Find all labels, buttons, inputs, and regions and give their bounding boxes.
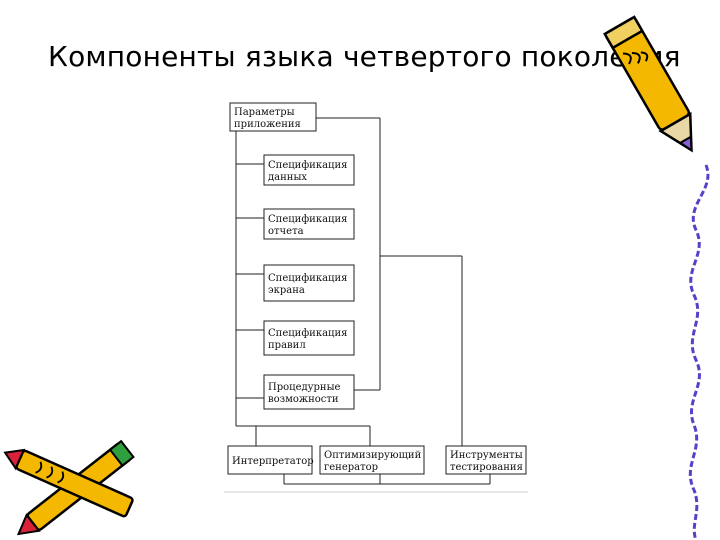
box-frame bbox=[263, 320, 355, 356]
box-frame bbox=[263, 208, 355, 240]
box-frame bbox=[319, 445, 425, 475]
diagram-boxes: ПараметрыприложенияСпецификацияданныхСпе… bbox=[227, 102, 527, 475]
box-frame bbox=[229, 102, 317, 132]
box-label-line: Спецификация bbox=[268, 328, 347, 339]
box-label-line: Процедурные bbox=[268, 382, 341, 393]
box-label-line: приложения bbox=[234, 119, 301, 130]
box-label-line: данных bbox=[268, 172, 307, 183]
box-label-line: отчета bbox=[268, 226, 304, 237]
box-label-line: правил bbox=[268, 340, 306, 351]
box-label-line: Параметры bbox=[234, 107, 295, 118]
box-label-line: экрана bbox=[268, 285, 305, 296]
box-frame bbox=[263, 374, 355, 410]
slide-title: Компоненты языка четвертого поколения bbox=[48, 40, 681, 73]
box-label-line: Спецификация bbox=[268, 273, 347, 284]
box-interpreter: Интерпретатор bbox=[227, 445, 314, 475]
box-frame bbox=[263, 154, 355, 186]
box-label-line: возможности bbox=[268, 394, 339, 405]
box-label-line: Интерпретатор bbox=[232, 456, 314, 467]
box-label-line: генератор bbox=[324, 462, 378, 473]
box-label-line: Спецификация bbox=[268, 160, 347, 171]
box-label-line: тестирования bbox=[450, 462, 523, 473]
box-frame bbox=[263, 264, 355, 302]
box-frame bbox=[227, 445, 313, 475]
box-label-line: Спецификация bbox=[268, 214, 347, 225]
box-label-line: Инструменты bbox=[450, 450, 523, 461]
crossed-pencils-icon bbox=[3, 439, 135, 536]
box-frame bbox=[445, 445, 527, 475]
box-label-line: Оптимизирующий bbox=[324, 450, 422, 461]
wavy-line bbox=[688, 164, 710, 540]
pencil-icon bbox=[603, 15, 693, 153]
